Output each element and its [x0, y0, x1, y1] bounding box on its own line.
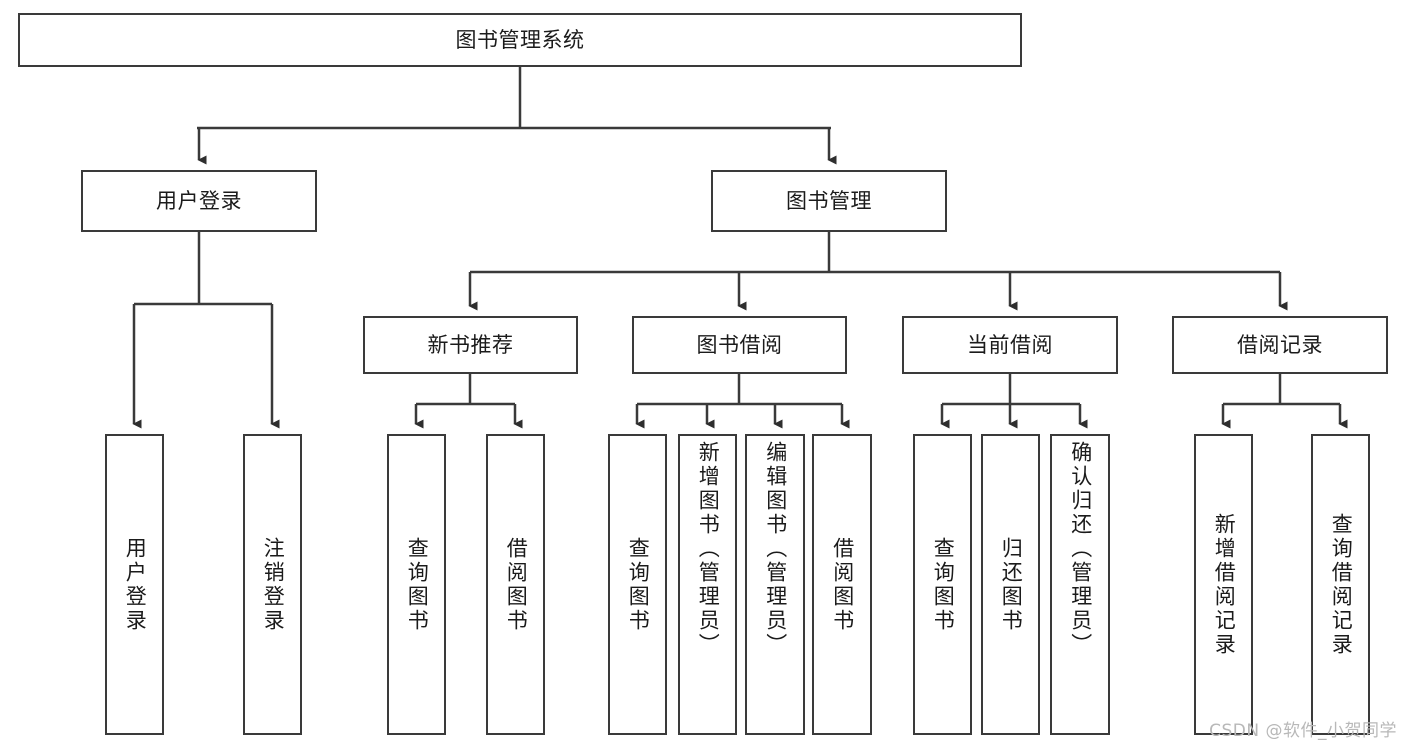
node-leaf-confirm-return-admin-label: 确认归还（管理员） [1068, 441, 1093, 657]
node-leaf-query-book-borrow[interactable]: 查询图书 [608, 434, 667, 735]
node-leaf-borrow-book[interactable]: 借阅图书 [812, 434, 872, 735]
node-leaf-borrow-book-rec-label: 借阅图书 [504, 536, 529, 633]
node-leaf-logout-login-label: 注销登录 [261, 536, 286, 633]
node-book-borrow[interactable]: 图书借阅 [632, 316, 847, 374]
node-leaf-edit-book-admin[interactable]: 编辑图书（管理员） [745, 434, 805, 735]
node-leaf-add-borrow-record[interactable]: 新增借阅记录 [1194, 434, 1253, 735]
node-borrow-record-label: 借阅记录 [1237, 332, 1323, 357]
node-leaf-borrow-book-rec[interactable]: 借阅图书 [486, 434, 545, 735]
node-leaf-add-borrow-record-label: 新增借阅记录 [1212, 512, 1237, 657]
node-leaf-add-book-admin[interactable]: 新增图书（管理员） [678, 434, 737, 735]
node-new-book-recommend-label: 新书推荐 [427, 332, 514, 357]
node-leaf-query-borrow-record-label: 查询借阅记录 [1329, 512, 1354, 657]
node-leaf-query-borrow-record[interactable]: 查询借阅记录 [1311, 434, 1370, 735]
node-book-manage-label: 图书管理 [786, 188, 872, 213]
node-root-label: 图书管理系统 [455, 27, 585, 52]
node-leaf-query-book-current-label: 查询图书 [931, 536, 956, 633]
node-leaf-borrow-book-label: 借阅图书 [830, 536, 855, 633]
node-leaf-query-book-borrow-label: 查询图书 [626, 536, 651, 633]
node-leaf-confirm-return-admin[interactable]: 确认归还（管理员） [1050, 434, 1110, 735]
node-current-borrow[interactable]: 当前借阅 [902, 316, 1118, 374]
node-leaf-query-book-rec[interactable]: 查询图书 [387, 434, 446, 735]
node-borrow-record[interactable]: 借阅记录 [1172, 316, 1388, 374]
node-user-login-label: 用户登录 [156, 188, 242, 213]
node-leaf-return-book[interactable]: 归还图书 [981, 434, 1040, 735]
node-book-borrow-label: 图书借阅 [696, 332, 783, 357]
node-current-borrow-label: 当前借阅 [967, 332, 1053, 357]
node-leaf-user-login-label: 用户登录 [123, 536, 148, 633]
node-leaf-add-book-admin-label: 新增图书（管理员） [696, 441, 721, 657]
node-leaf-logout-login[interactable]: 注销登录 [243, 434, 302, 735]
node-leaf-user-login[interactable]: 用户登录 [105, 434, 164, 735]
node-leaf-return-book-label: 归还图书 [999, 536, 1024, 633]
node-leaf-edit-book-admin-label: 编辑图书（管理员） [763, 441, 788, 657]
node-leaf-query-book-current[interactable]: 查询图书 [913, 434, 972, 735]
node-new-book-recommend[interactable]: 新书推荐 [363, 316, 578, 374]
node-leaf-query-book-rec-label: 查询图书 [405, 536, 430, 633]
node-user-login[interactable]: 用户登录 [81, 170, 317, 232]
node-book-manage[interactable]: 图书管理 [711, 170, 947, 232]
csdn-watermark: CSDN @软件_小贺同学 [1209, 721, 1397, 741]
node-root[interactable]: 图书管理系统 [18, 13, 1022, 67]
